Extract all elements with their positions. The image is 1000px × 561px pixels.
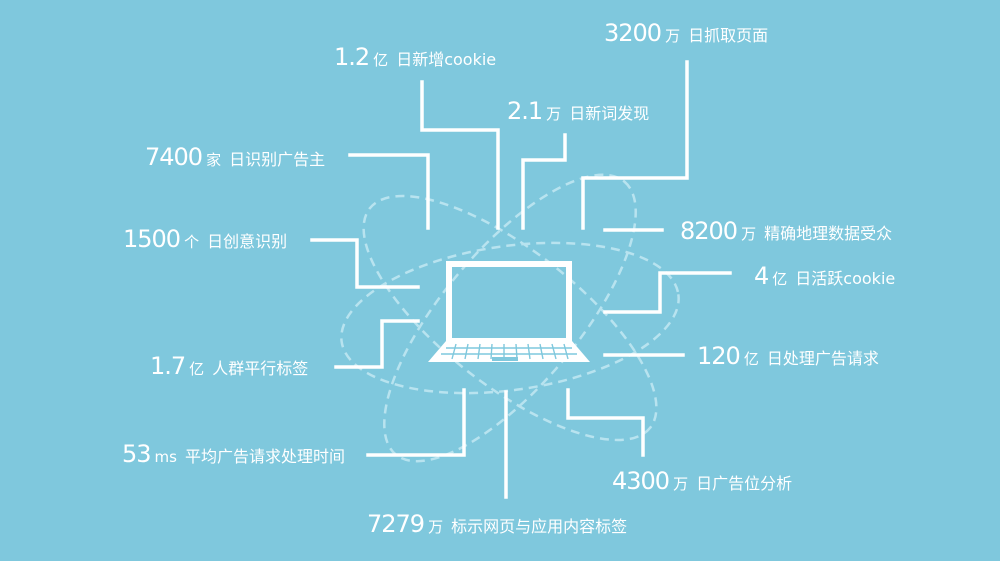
orbit-ellipse-horizontal <box>340 241 680 395</box>
stat-value: 7400 <box>145 143 203 171</box>
stat-avg-time: 53 ms 平均广告请求处理时间 <box>122 442 345 466</box>
stat-advertisers: 7400 家 日识别广告主 <box>145 145 325 169</box>
connector-lines <box>310 60 732 499</box>
stat-label: 标示网页与应用内容标签 <box>451 517 628 536</box>
stat-unit: 亿 <box>743 350 759 368</box>
laptop-screen <box>446 261 572 344</box>
stat-unit: 亿 <box>373 51 389 69</box>
stat-unit: 万 <box>741 225 757 243</box>
stat-value: 120 <box>697 342 741 370</box>
connector-avg-time <box>366 388 466 457</box>
laptop-icon <box>428 261 590 362</box>
stat-value: 1.2 <box>334 43 370 71</box>
connector-active-cookie <box>603 271 732 314</box>
connector-creatives <box>310 238 420 289</box>
connector-ad-slots <box>566 388 645 457</box>
orbit-ellipses <box>340 173 680 463</box>
stat-label: 日新词发现 <box>569 104 650 123</box>
stat-parallel-tags: 1.7 亿 人群平行标签 <box>150 354 308 378</box>
connector-advertisers <box>348 153 430 230</box>
stat-unit: 亿 <box>189 360 205 378</box>
stat-unit: 万 <box>546 105 562 123</box>
laptop-base <box>428 341 590 362</box>
stat-label: 日广告位分析 <box>696 474 793 493</box>
stat-creatives: 1500 个 日创意识别 <box>123 227 287 251</box>
stat-crawl-pages: 3200 万 日抓取页面 <box>604 21 768 45</box>
orbit-ellipse-diagonal-b <box>383 173 637 463</box>
connector-new-words <box>521 133 567 230</box>
stat-value: 3200 <box>604 19 662 47</box>
stat-unit: 万 <box>665 27 681 45</box>
stat-unit: 家 <box>206 151 222 169</box>
stat-unit: 个 <box>184 233 200 251</box>
stat-label: 日识别广告主 <box>229 150 326 169</box>
stat-ad-slots: 4300 万 日广告位分析 <box>612 469 792 493</box>
connector-parallel-tags <box>334 319 420 369</box>
stat-value: 7279 <box>367 510 425 538</box>
stat-label: 日新增cookie <box>396 50 497 69</box>
stat-value: 2.1 <box>507 97 543 125</box>
laptop-keyboard <box>441 343 577 360</box>
stat-label: 日活跃cookie <box>795 269 896 288</box>
stat-value: 1.7 <box>150 352 186 380</box>
stat-new-words: 2.1 万 日新词发现 <box>507 99 649 123</box>
stat-geo-audience: 8200 万 精确地理数据受众 <box>680 219 892 243</box>
stat-label: 日抓取页面 <box>688 26 769 45</box>
orbit-ellipse-diagonal-a <box>362 194 658 442</box>
stat-unit: ms <box>154 448 177 466</box>
stat-unit: 万 <box>428 518 444 536</box>
stat-label: 平均广告请求处理时间 <box>184 447 345 466</box>
stat-label: 精确地理数据受众 <box>764 224 893 243</box>
stat-page-tags: 7279 万 标示网页与应用内容标签 <box>367 512 627 536</box>
stat-label: 日处理广告请求 <box>766 349 879 368</box>
stat-active-cookie: 4 亿 日活跃cookie <box>754 264 895 288</box>
stat-unit: 亿 <box>772 270 788 288</box>
stat-value: 53 <box>122 440 152 468</box>
stat-new-cookie: 1.2 亿 日新增cookie <box>334 45 496 69</box>
stat-value: 4 <box>754 262 769 290</box>
stat-label: 人群平行标签 <box>212 359 309 378</box>
stat-unit: 万 <box>673 475 689 493</box>
connector-new-cookie <box>420 80 500 230</box>
stat-value: 4300 <box>612 467 670 495</box>
stat-label: 日创意识别 <box>207 232 288 251</box>
stat-value: 8200 <box>680 217 738 245</box>
stat-value: 1500 <box>123 225 181 253</box>
stat-ad-requests: 120 亿 日处理广告请求 <box>697 344 879 368</box>
connector-crawl-pages <box>581 60 689 230</box>
laptop-touchpad <box>492 357 518 361</box>
